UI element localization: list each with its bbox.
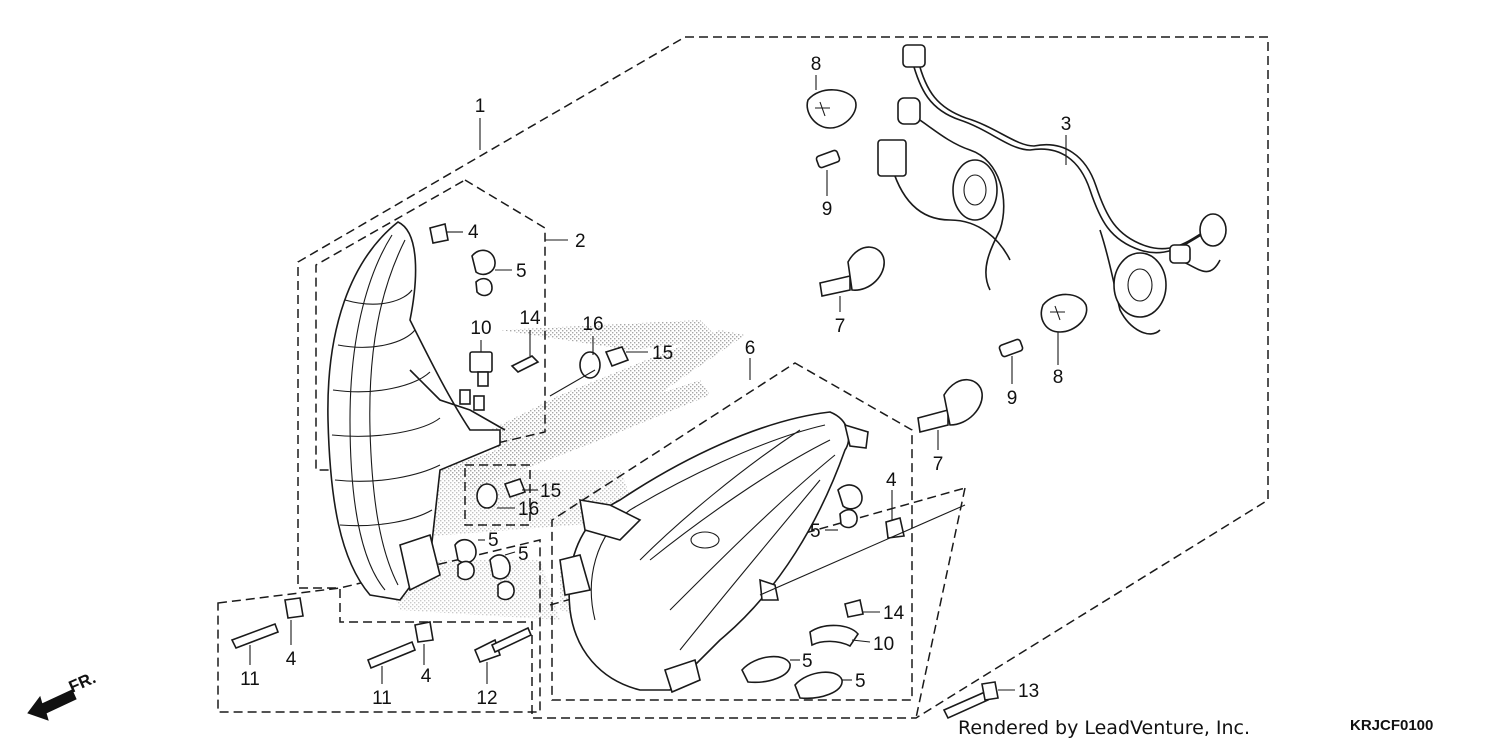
left-tail-lamp [327, 221, 506, 601]
callout-8: 8 [811, 54, 822, 75]
callout-1: 1 [475, 96, 486, 117]
bulb-9-top [815, 149, 841, 169]
callout-3: 3 [1061, 114, 1072, 135]
leader-lines [249, 75, 1067, 691]
callout-5: 5 [488, 530, 499, 551]
callout-15: 15 [652, 343, 673, 364]
callout-5: 5 [518, 544, 529, 565]
callout-labels: 1 2 3 4 4 4 4 5 5 5 5 5 5 6 7 7 8 8 9 9 … [240, 54, 1071, 709]
callout-11: 11 [372, 688, 392, 709]
callout-9: 9 [1007, 388, 1018, 409]
callout-6: 6 [745, 338, 756, 359]
callout-7: 7 [835, 316, 846, 337]
callout-16: 16 [582, 314, 603, 335]
right-tail-lamp [559, 411, 869, 694]
callout-4: 4 [886, 470, 897, 491]
bulb-9-right [998, 338, 1024, 358]
callout-15: 15 [540, 481, 561, 502]
diagram-code: KRJCF0100 [1350, 717, 1433, 734]
callout-10: 10 [873, 634, 894, 655]
front-label: FR. [66, 668, 99, 696]
callout-5: 5 [802, 651, 813, 672]
callout-4: 4 [421, 666, 432, 687]
credit-text: Rendered by LeadVenture, Inc. [958, 717, 1250, 739]
callout-10: 10 [470, 318, 491, 339]
wire-harness [877, 44, 1227, 335]
socket-7-right [917, 408, 949, 433]
bulb-8-top [806, 89, 857, 129]
callout-5: 5 [810, 521, 821, 542]
front-direction-indicator: FR. [27, 668, 99, 721]
bulb-8-right [1040, 293, 1088, 333]
callout-4: 4 [468, 222, 479, 243]
socket-7-top [819, 274, 851, 297]
callout-11: 11 [240, 669, 260, 690]
callout-14: 14 [519, 308, 541, 329]
callout-13: 13 [1018, 681, 1039, 702]
callout-7: 7 [933, 454, 944, 475]
callout-12: 12 [476, 688, 497, 709]
callout-5: 5 [516, 261, 527, 282]
front-arrow-icon [27, 689, 77, 721]
callout-8: 8 [1053, 367, 1064, 388]
hardware [230, 223, 999, 720]
callout-2: 2 [575, 231, 586, 252]
bulbs [806, 89, 1088, 433]
callout-5: 5 [855, 671, 866, 692]
callout-14: 14 [883, 603, 905, 624]
callout-9: 9 [822, 199, 833, 220]
callout-16: 16 [518, 499, 539, 520]
callout-4: 4 [286, 649, 297, 670]
